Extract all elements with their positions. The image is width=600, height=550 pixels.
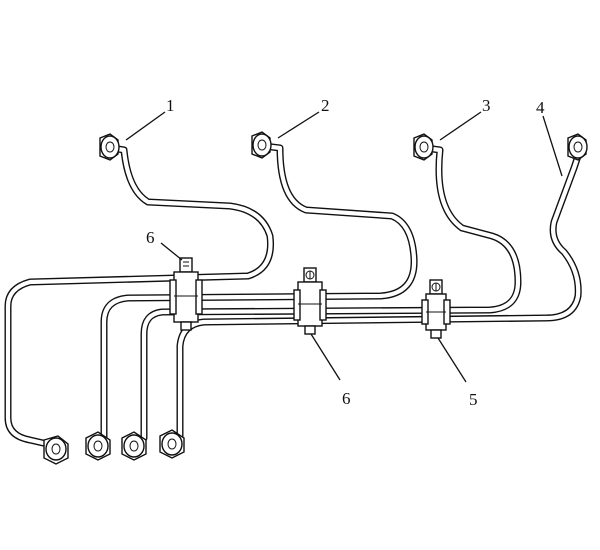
pipe-3	[140, 144, 522, 442]
callout-6-middle: 6	[342, 389, 351, 408]
top-nut-2	[251, 131, 272, 159]
leader-lines	[125, 111, 563, 383]
callout-5: 5	[469, 390, 478, 409]
clamp-6-middle	[293, 267, 327, 335]
top-nut-1	[99, 133, 120, 161]
callout-2: 2	[321, 96, 330, 115]
bottom-nut-3	[121, 431, 147, 461]
bottom-nut-1	[43, 435, 69, 465]
bottom-nut-2	[85, 431, 111, 461]
clamp-5	[421, 279, 451, 339]
pipe-2	[100, 142, 418, 442]
clamp-6-left	[169, 257, 203, 331]
top-nut-4	[567, 133, 588, 161]
top-nut-3	[413, 133, 434, 161]
callout-6-left: 6	[146, 228, 155, 247]
pipe-1	[4, 144, 275, 450]
callout-4: 4	[536, 98, 545, 117]
bottom-nut-4	[159, 429, 185, 459]
callout-3: 3	[482, 96, 491, 115]
callout-1: 1	[166, 96, 175, 115]
